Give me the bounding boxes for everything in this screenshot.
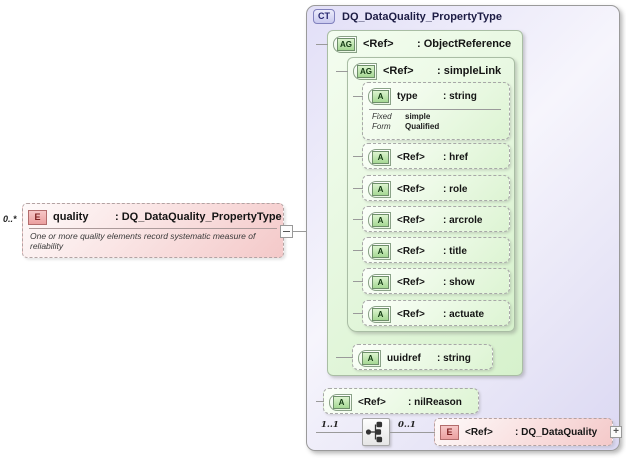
facet-label: Form	[372, 122, 391, 131]
attribute-row[interactable]: A <Ref> : arcrole	[353, 206, 510, 233]
attribute-name: <Ref>	[358, 396, 386, 408]
attribute-nilreason[interactable]: A <Ref> : nilReason	[316, 388, 479, 415]
facet-fixed: Fixed simple	[372, 112, 509, 122]
badge-label: A	[372, 213, 389, 227]
badge-label: AG	[357, 64, 375, 78]
facet-list: Fixed simple Form Qualified	[363, 111, 509, 132]
attribute-uuidref[interactable]: A uuidref : string	[336, 344, 493, 371]
complex-type-header: CT DQ_DataQuality_PropertyType	[313, 9, 502, 24]
attribute-row[interactable]: A <Ref> : href	[353, 143, 510, 170]
attribute-badge: A	[368, 87, 391, 105]
quality-cardinality: 0..*	[3, 214, 17, 224]
facet-label: Fixed	[372, 112, 392, 121]
badge-label: A	[362, 351, 379, 365]
element-name: quality	[53, 211, 89, 223]
attribute-badge: A	[368, 305, 391, 323]
element-type: : DQ_DataQuality	[515, 426, 598, 438]
divider	[29, 228, 277, 229]
simplelink-title: AG <Ref> : simpleLink	[348, 58, 514, 84]
uuidref-title: A uuidref : string	[353, 345, 492, 371]
element-cardinality: 0..1	[398, 420, 416, 430]
attribute-row-title: A <Ref> : actuate	[363, 301, 509, 327]
attribute-type-name: : href	[443, 151, 468, 163]
attribute-row-title: A <Ref> : href	[363, 144, 509, 170]
element-dq-dataquality[interactable]: E <Ref> : DQ_DataQuality	[390, 418, 613, 446]
attribute-name: <Ref>	[397, 183, 425, 195]
attribute-name: <Ref>	[397, 214, 425, 226]
minus-icon	[283, 231, 290, 232]
element-quality[interactable]: E quality : DQ_DataQuality_PropertyType …	[22, 203, 284, 258]
objectreference-title: AG <Ref> : ObjectReference	[328, 31, 522, 57]
attribute-badge: A	[368, 180, 391, 198]
attribute-type-name: : actuate	[443, 308, 485, 320]
simplelink-name: <Ref>	[383, 65, 414, 77]
attribute-type[interactable]: A type : string Fixed simple Form Qualif…	[353, 82, 510, 140]
dq-dataquality-title: E <Ref> : DQ_DataQuality	[435, 419, 612, 445]
sequence-icon[interactable]	[316, 418, 390, 446]
collapse-toggle[interactable]	[280, 225, 293, 238]
divider	[369, 109, 501, 110]
expand-button[interactable]: +	[610, 426, 622, 438]
attribute-name: type	[397, 90, 418, 102]
attribute-name: <Ref>	[397, 245, 425, 257]
sequence-cardinality: 1..1	[321, 420, 339, 430]
simplelink-type: : simpleLink	[437, 65, 502, 77]
attribute-badge: A	[358, 349, 381, 367]
attribute-type-name: : arcrole	[443, 214, 483, 226]
attribute-badge: A	[329, 393, 352, 411]
complex-type-badge: CT	[313, 9, 335, 24]
badge-label: A	[372, 244, 389, 258]
attribute-name: uuidref	[387, 352, 421, 364]
attribute-row-title: A <Ref> : arcrole	[363, 207, 509, 233]
attribute-badge: A	[368, 273, 391, 291]
element-name: <Ref>	[465, 426, 493, 438]
attribute-type-name: : show	[443, 276, 475, 288]
attribute-name: <Ref>	[397, 151, 425, 163]
objectreference-type: : ObjectReference	[417, 38, 512, 50]
objectreference-name: <Ref>	[363, 38, 394, 50]
attribute-badge: A	[368, 211, 391, 229]
element-quality-title: E quality : DQ_DataQuality_PropertyType	[23, 207, 283, 227]
badge-label: A	[372, 182, 389, 196]
attribute-type-name: : string	[437, 352, 471, 364]
attribute-type-name: : role	[443, 183, 468, 195]
connector-line	[293, 231, 316, 232]
badge-label: A	[333, 395, 350, 409]
complex-type-title: DQ_DataQuality_PropertyType	[342, 10, 502, 23]
nilreason-title: A <Ref> : nilReason	[324, 389, 478, 415]
attribute-badge: A	[368, 148, 391, 166]
facet-form: Form Qualified	[372, 122, 509, 132]
badge-label: A	[372, 307, 389, 321]
attribute-type-name: : nilReason	[408, 396, 462, 408]
badge-label: A	[372, 275, 389, 289]
attribute-group-badge: AG	[353, 62, 377, 80]
attribute-row-title: A <Ref> : title	[363, 238, 509, 264]
attribute-name: <Ref>	[397, 308, 425, 320]
element-type: : DQ_DataQuality_PropertyType	[115, 211, 282, 223]
attribute-row-title: A <Ref> : role	[363, 176, 509, 202]
attribute-type-title: A type : string	[363, 83, 509, 109]
facet-value: Qualified	[405, 122, 440, 131]
attribute-row[interactable]: A <Ref> : title	[353, 237, 510, 264]
attribute-group-badge: AG	[333, 35, 357, 53]
element-badge: E	[28, 209, 47, 225]
attribute-type-name: : string	[443, 90, 477, 102]
attribute-row[interactable]: A <Ref> : role	[353, 175, 510, 202]
element-badge: E	[440, 424, 459, 440]
attribute-row[interactable]: A <Ref> : show	[353, 268, 510, 295]
badge-label: A	[372, 150, 389, 164]
attribute-row-title: A <Ref> : show	[363, 269, 509, 295]
sequence-glyph	[365, 421, 383, 443]
element-description: One or more quality elements record syst…	[30, 231, 256, 251]
badge-label: A	[372, 89, 389, 103]
attribute-name: <Ref>	[397, 276, 425, 288]
attribute-type-name: : title	[443, 245, 467, 257]
attribute-badge: A	[368, 242, 391, 260]
attribute-row[interactable]: A <Ref> : actuate	[353, 300, 510, 327]
badge-label: AG	[337, 37, 355, 51]
facet-value: simple	[405, 112, 431, 121]
